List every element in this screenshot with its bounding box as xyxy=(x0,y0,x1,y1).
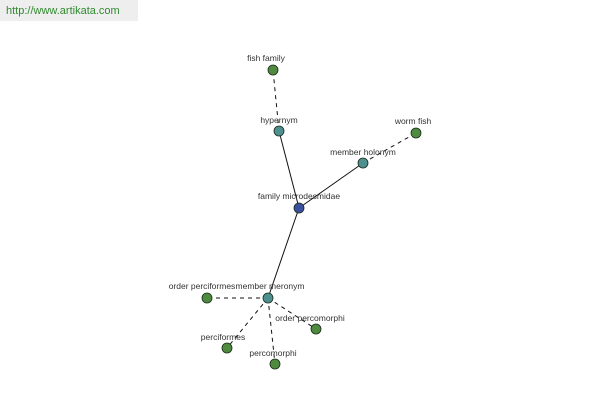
node-meronym[interactable] xyxy=(262,292,274,304)
edge-holonym-worm_fish xyxy=(362,132,417,164)
node-worm-fish[interactable] xyxy=(410,127,422,139)
node-label-worm-fish[interactable]: worm fish xyxy=(394,116,432,126)
node-percomorphi[interactable] xyxy=(269,358,281,370)
edge-family-hypernym xyxy=(278,130,300,209)
edge-hypernym-fish_family xyxy=(272,69,280,132)
node-label-perciformes[interactable]: perciformes xyxy=(201,332,245,342)
node-family[interactable] xyxy=(293,202,305,214)
nodes-layer: family microdesmidae hypernym member holon… xyxy=(169,53,432,370)
node-label-meronym[interactable]: member meronym xyxy=(236,281,305,291)
node-label-holonym[interactable]: member holonym xyxy=(330,147,396,157)
edge-meronym-percomorphi xyxy=(267,297,276,365)
node-holonym[interactable] xyxy=(357,157,369,169)
node-order-perciformes[interactable] xyxy=(201,292,213,304)
node-fish-family[interactable] xyxy=(267,64,279,76)
node-label-fish-family[interactable]: fish family xyxy=(247,53,286,63)
node-label-percomorphi[interactable]: percomorphi xyxy=(249,348,296,358)
node-perciformes[interactable] xyxy=(221,342,233,354)
edge-meronym-perciformes xyxy=(226,297,269,349)
node-label-order-percomorphi[interactable]: order percomorphi xyxy=(275,313,345,323)
edge-family-holonym xyxy=(298,162,364,209)
node-order-percomorphi[interactable] xyxy=(310,323,322,335)
node-label-hypernym[interactable]: hypernym xyxy=(260,115,297,125)
node-label-order-perciformes[interactable]: order perciformes xyxy=(169,281,236,291)
edge-meronym-order_percomorphi xyxy=(267,297,317,330)
edge-family-meronym xyxy=(267,207,300,299)
edges-layer xyxy=(207,69,417,365)
node-hypernym[interactable] xyxy=(273,125,285,137)
source-url-link[interactable]: http://www.artikata.com xyxy=(0,0,138,21)
node-label-family[interactable]: family microdesmidae xyxy=(258,191,340,201)
